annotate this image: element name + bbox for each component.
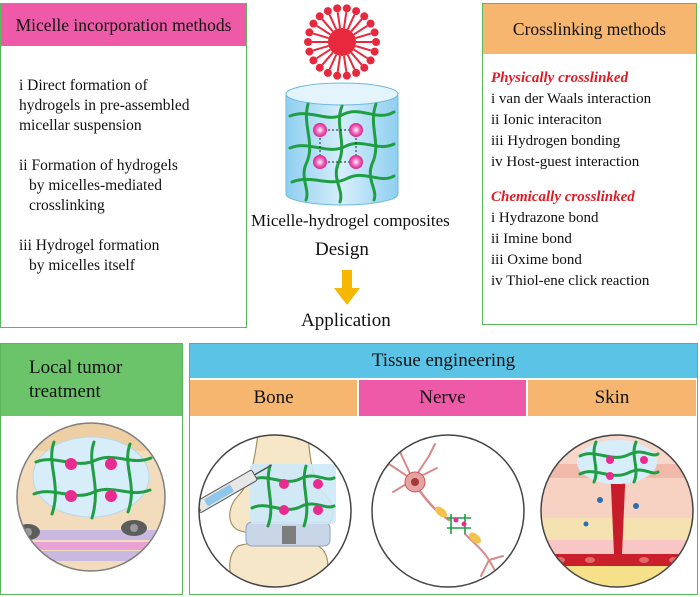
micelle-head: [323, 68, 332, 77]
micelle-tail: [343, 55, 348, 72]
micelle-tail: [328, 54, 338, 70]
micelle-head: [352, 7, 361, 16]
micelle-tail: [312, 44, 329, 52]
composite-label: Micelle-hydrogel composites: [251, 211, 450, 230]
micelle-tail: [355, 32, 372, 40]
micelle-core: [328, 28, 356, 56]
micelle-head: [372, 38, 380, 46]
physical-item-4: iv Host-guest interaction: [491, 154, 640, 170]
micelle-head: [315, 12, 324, 21]
chemical-item-2: ii Imine bond: [491, 231, 572, 247]
micelle-tail: [316, 24, 331, 36]
micelle-tail: [336, 12, 341, 29]
crosslinking-panel: Crosslinking methods Physically crosslin…: [482, 3, 697, 325]
micelle-head: [323, 7, 332, 16]
micelle-tail: [312, 32, 329, 40]
physical-list: Physically crosslinked i van der Waals i…: [491, 68, 651, 173]
physical-item-3: iii Hydrogen bonding: [491, 133, 621, 149]
crosslinking-header: Crosslinking methods: [483, 4, 696, 54]
micelle-tail: [336, 55, 341, 72]
skin-label: Skin: [594, 387, 630, 408]
micelle-head: [370, 28, 379, 37]
micelle-head: [305, 28, 314, 37]
chemical-item-3: iii Oxime bond: [491, 252, 582, 268]
tissue-engineering-title: Tissue engineering: [371, 350, 516, 371]
crosslinking-title: Crosslinking methods: [512, 18, 667, 39]
design-label: Design: [315, 239, 369, 260]
micelle-tail: [316, 48, 331, 60]
micelle-head: [304, 38, 312, 46]
nerve-illustration: [371, 434, 525, 588]
physical-item-1: i van der Waals interaction: [491, 91, 652, 107]
tissue-engineering-panel: Tissue engineering Bone Nerve Skin: [189, 343, 698, 595]
micelle-head: [309, 19, 318, 28]
bone-illustration: [198, 434, 352, 588]
application-label: Application: [301, 310, 391, 331]
micelle-head: [370, 47, 379, 56]
hydrogel-cylinder-icon: [285, 82, 399, 206]
micelle-tail: [346, 54, 356, 70]
micelle-method-2-line-3: crosslinking: [29, 197, 105, 214]
micelle-head: [366, 56, 375, 65]
micelle-method-1-line-2: hydrogels in pre-assembled: [19, 97, 190, 114]
micelle-head: [333, 4, 342, 13]
bone-header: Bone: [190, 380, 357, 416]
local-tumor-header: Local tumor treatment: [1, 344, 182, 416]
nerve-label: Nerve: [419, 387, 466, 408]
micelle-incorporation-title: Micelle incorporation methods: [15, 14, 232, 35]
micelle-tail: [353, 48, 368, 60]
skin-illustration: [540, 434, 694, 588]
physical-item-2: ii Ionic interaciton: [491, 112, 602, 128]
chemical-heading: Chemically crosslinked: [491, 189, 635, 205]
micelle-icon: [304, 4, 380, 80]
nerve-header: Nerve: [359, 380, 526, 416]
micelle-tail: [355, 44, 372, 52]
local-tumor-panel: Local tumor treatment: [0, 343, 183, 595]
micelle-method-1-line-1: i Direct formation of: [19, 77, 148, 94]
physical-heading: Physically crosslinked: [491, 70, 629, 86]
down-arrow-icon: [334, 270, 360, 305]
tissue-engineering-header: Tissue engineering: [190, 344, 697, 378]
bone-label: Bone: [253, 387, 294, 408]
micelle-head: [342, 4, 351, 13]
micelle-method-1-line-3: micellar suspension: [19, 117, 142, 134]
micelle-tail: [328, 14, 338, 30]
micelle-method-list: i Direct formation of hydrogels in pre-a…: [19, 76, 189, 276]
local-tumor-title-line-1: Local tumor: [29, 357, 123, 378]
skin-header: Skin: [528, 380, 696, 416]
micelle-head: [366, 19, 375, 28]
micelle-head: [360, 12, 369, 21]
chemical-list: Chemically crosslinked i Hydrazone bond …: [491, 187, 649, 292]
micelle-tail: [350, 18, 363, 33]
micelle-tail: [350, 51, 363, 66]
micelle-tail: [353, 24, 368, 36]
micelle-head: [309, 56, 318, 65]
tumor-treatment-illustration: [16, 422, 166, 572]
micelle-head: [342, 71, 351, 80]
micelle-method-3-line-1: iii Hydrogel formation: [19, 237, 160, 254]
micelle-method-2-line-2: by micelles-mediated: [29, 177, 162, 194]
micelle-incorporation-panel: Micelle incorporation methods i Direct f…: [0, 3, 247, 328]
micelle-head: [315, 63, 324, 72]
micelle-tail: [321, 18, 334, 33]
micelle-incorporation-header: Micelle incorporation methods: [1, 4, 246, 46]
micelle-method-2-line-1: ii Formation of hydrogels: [19, 157, 178, 174]
micelle-tail: [346, 14, 356, 30]
micelle-head: [352, 68, 361, 77]
micelle-head: [333, 71, 342, 80]
micelle-head: [360, 63, 369, 72]
micelle-method-3-line-2: by micelles itself: [29, 257, 135, 274]
chemical-item-4: iv Thiol-ene click reaction: [491, 273, 650, 289]
chemical-item-1: i Hydrazone bond: [491, 210, 599, 226]
micelle-tail: [321, 51, 334, 66]
micelle-tail: [343, 12, 348, 29]
local-tumor-title-line-2: treatment: [29, 381, 101, 402]
micelle-head: [305, 47, 314, 56]
